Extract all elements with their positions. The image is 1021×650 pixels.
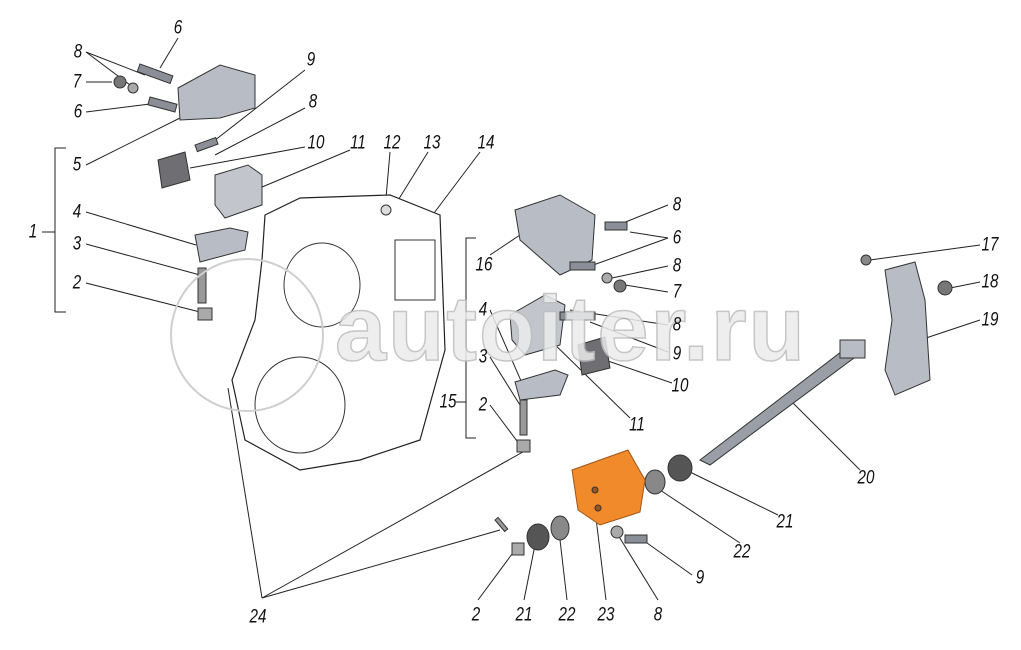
callout-18: 18	[981, 271, 999, 293]
callout-4: 4	[72, 201, 82, 223]
callout-3: 3	[72, 233, 82, 255]
callout-9: 9	[695, 567, 705, 589]
callout-19: 19	[981, 309, 999, 331]
callout-4: 4	[478, 299, 488, 321]
callout-15: 15	[439, 391, 457, 413]
callout-6: 6	[173, 17, 183, 39]
callout-8: 8	[672, 194, 682, 216]
leader-lines	[42, 37, 981, 601]
callout-10: 10	[307, 132, 325, 154]
callout-9: 9	[672, 343, 682, 365]
callout-8: 8	[672, 314, 682, 336]
callout-14: 14	[477, 132, 495, 154]
callout-11: 11	[350, 132, 366, 154]
callout-7: 7	[672, 281, 682, 303]
callout-8: 8	[73, 41, 83, 63]
callout-1: 1	[28, 221, 38, 243]
callout-13: 13	[423, 132, 441, 154]
callout-12: 12	[383, 132, 401, 154]
callout-24: 24	[249, 606, 267, 628]
callout-20: 20	[857, 467, 875, 489]
callout-6: 6	[672, 227, 682, 249]
callout-2: 2	[471, 604, 481, 626]
callout-7: 7	[72, 71, 82, 93]
callout-8: 8	[672, 255, 682, 277]
callout-22: 22	[733, 541, 751, 563]
callout-21: 21	[515, 604, 533, 626]
callout-2: 2	[478, 394, 488, 416]
callout-23: 23	[597, 604, 615, 626]
parts	[113, 63, 953, 556]
callout-21: 21	[776, 511, 794, 533]
callout-10: 10	[671, 375, 689, 397]
callout-6: 6	[73, 101, 83, 123]
callout-8: 8	[653, 604, 663, 626]
callout-11: 11	[629, 414, 645, 436]
callout-16: 16	[475, 254, 493, 276]
callout-2: 2	[72, 272, 82, 294]
callout-9: 9	[306, 49, 316, 71]
callout-22: 22	[558, 604, 576, 626]
callout-8: 8	[308, 91, 318, 113]
callout-17: 17	[981, 234, 999, 256]
callout-5: 5	[72, 154, 82, 176]
callout-3: 3	[478, 346, 488, 368]
